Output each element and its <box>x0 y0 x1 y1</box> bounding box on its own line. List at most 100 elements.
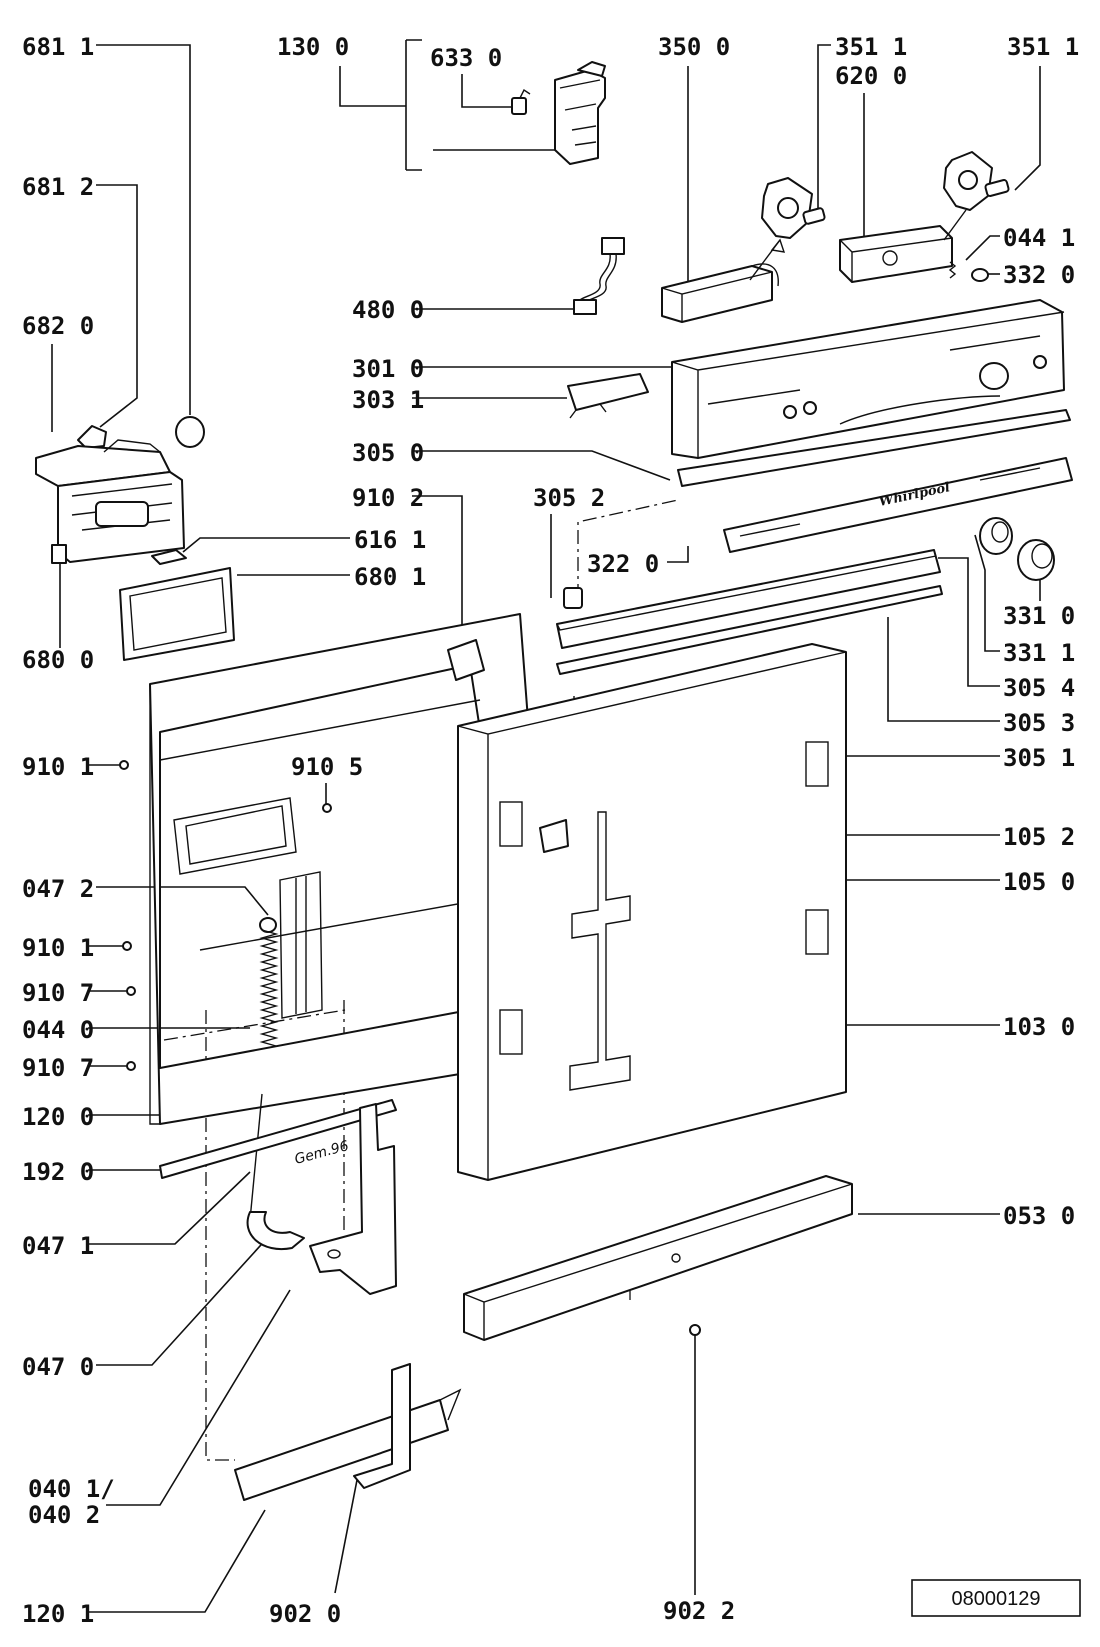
control-board-350-0 <box>661 238 786 323</box>
label-044-1: 044 1 <box>1003 224 1075 252</box>
screw-910-7-top <box>126 986 136 996</box>
leader-130-0 <box>339 66 406 107</box>
label-120-0: 120 0 <box>22 1103 94 1131</box>
label-331-0: 331 0 <box>1003 602 1075 630</box>
label-305-2: 305 2 <box>533 484 605 512</box>
part-labels: 681 1 681 2 682 0 680 0 130 0 633 0 350 … <box>22 33 1079 1628</box>
leader-351-1-right <box>1014 66 1041 191</box>
label-303-1: 303 1 <box>352 386 424 414</box>
latch-assembly-130-0 <box>511 61 606 165</box>
knob-351-1-left <box>761 177 826 239</box>
leader-681-2 <box>96 184 138 428</box>
label-130-0: 130 0 <box>277 33 349 61</box>
bracket-040 <box>309 1103 397 1295</box>
label-910-1-top: 910 1 <box>22 753 94 781</box>
brace-130-0 <box>405 39 422 171</box>
door-panel-103-0 <box>457 643 847 1181</box>
assembly-line-panel <box>577 499 679 598</box>
leader-351-1-left <box>817 44 831 210</box>
label-682-0: 682 0 <box>22 312 94 340</box>
screw-910-1-top <box>119 760 129 770</box>
label-681-2: 681 2 <box>22 173 94 201</box>
label-331-1: 331 1 <box>1003 639 1075 667</box>
label-322-0: 322 0 <box>587 550 659 578</box>
leader-305-4 <box>938 557 1000 687</box>
label-305-1: 305 1 <box>1003 744 1075 772</box>
door-frame-120-0 <box>149 613 529 1125</box>
label-301-0: 301 0 <box>352 355 424 383</box>
leader-047-2 <box>96 886 269 916</box>
leader-331-1 <box>974 534 1000 652</box>
label-047-1: 047 1 <box>22 1232 94 1260</box>
screw-902-2 <box>689 1324 701 1336</box>
leader-044-1 <box>965 235 1000 261</box>
stamp-text: Gem.96 <box>293 1138 351 1168</box>
leader-305-3 <box>887 617 1000 722</box>
leader-681-1 <box>96 44 191 415</box>
screw-910-1-bottom <box>122 941 132 951</box>
label-902-2: 902 2 <box>663 1597 735 1625</box>
document-number-box: 08000129 <box>911 1579 1081 1617</box>
label-105-2: 105 2 <box>1003 823 1075 851</box>
ring-331-1 <box>979 517 1013 555</box>
label-047-0: 047 0 <box>22 1353 94 1381</box>
leader-616-1 <box>182 537 350 553</box>
label-681-1: 681 1 <box>22 33 94 61</box>
label-040-2: 040 2 <box>28 1501 100 1529</box>
rail-305-4 <box>556 549 941 649</box>
label-120-1: 120 1 <box>22 1600 94 1628</box>
label-620-0: 620 0 <box>835 62 907 90</box>
assembly-line-left <box>205 1010 235 1461</box>
label-351-1-right: 351 1 <box>1007 33 1079 61</box>
label-680-1: 680 1 <box>354 563 426 591</box>
knob-351-1-right <box>943 151 1010 211</box>
control-panel-301-0 <box>671 299 1065 459</box>
label-633-0: 633 0 <box>430 44 502 72</box>
label-192-0: 192 0 <box>22 1158 94 1186</box>
lower-bracket-120-1 <box>234 1363 462 1501</box>
label-103-0: 103 0 <box>1003 1013 1075 1041</box>
label-680-0: 680 0 <box>22 646 94 674</box>
leader-633-0 <box>461 74 517 108</box>
screw-910-5 <box>322 803 332 813</box>
label-480-0: 480 0 <box>352 296 424 324</box>
label-910-1-bottom: 910 1 <box>22 934 94 962</box>
plate-910-2 <box>447 639 485 681</box>
leader-047-0 <box>96 1234 271 1366</box>
lid-681-2 <box>77 425 107 449</box>
label-305-0: 305 0 <box>352 439 424 467</box>
cable-480-0 <box>573 237 625 315</box>
label-910-7-top: 910 7 <box>22 979 94 1007</box>
leader-120-1 <box>88 1509 266 1613</box>
label-902-0: 902 0 <box>269 1600 341 1628</box>
leader-305-0 <box>412 450 671 481</box>
leader-040 <box>106 1289 291 1506</box>
leader-902-0 <box>334 1479 358 1594</box>
label-040-1: 040 1/ <box>28 1475 115 1503</box>
label-332-0: 332 0 <box>1003 261 1075 289</box>
pin-332-0 <box>971 268 989 282</box>
knob-331-0 <box>1017 539 1055 581</box>
spring-044-1 <box>948 261 957 279</box>
bracket-305-2 <box>563 587 583 609</box>
button-303-1 <box>567 373 649 419</box>
cap-681-1 <box>175 416 205 448</box>
selector-620-0 <box>839 209 967 283</box>
seal-680-1 <box>119 567 235 661</box>
leader-910-2 <box>412 495 463 660</box>
label-910-2: 910 2 <box>352 484 424 512</box>
label-616-1: 616 1 <box>354 526 426 554</box>
label-053-0: 053 0 <box>1003 1202 1075 1230</box>
label-351-1-left: 351 1 <box>835 33 907 61</box>
strip-192-0 <box>159 1099 397 1179</box>
rail-305-3 <box>556 585 943 675</box>
clamp-047-0 <box>246 1211 305 1251</box>
label-044-0: 044 0 <box>22 1016 94 1044</box>
fascia-322-0: Whirlpool <box>723 457 1073 553</box>
spring-assembly-047 <box>249 917 279 1221</box>
label-350-0: 350 0 <box>658 33 730 61</box>
document-number: 08000129 <box>952 1588 1041 1610</box>
detergent-dispenser <box>35 439 185 564</box>
leader-047-1 <box>88 1171 251 1245</box>
